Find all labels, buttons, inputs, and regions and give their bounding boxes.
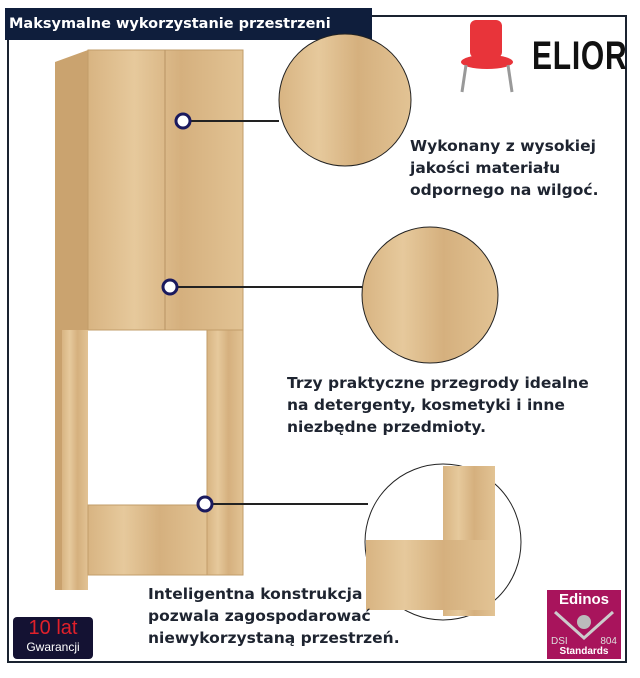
cabinet-image bbox=[55, 49, 244, 590]
warranty-badge: 10 lat Gwarancji bbox=[13, 617, 93, 659]
hotspot-dot bbox=[161, 278, 179, 296]
detail-circle-3 bbox=[364, 463, 522, 621]
feature-1-text: Wykonany z wysokiej jakości materiału od… bbox=[410, 137, 599, 199]
page-title: Maksymalne wykorzystanie przestrzeni bbox=[5, 8, 372, 40]
check-v-icon bbox=[553, 610, 615, 641]
detail-circle-2 bbox=[361, 226, 499, 364]
feature-3-text: Inteligentna konstrukcja pozwala zagospo… bbox=[148, 585, 400, 647]
feature-2-text: Trzy praktyczne przegrody idealne na det… bbox=[287, 374, 589, 436]
chair-logo-icon bbox=[460, 20, 514, 93]
hotspot-dot bbox=[196, 495, 214, 513]
hotspot-dot bbox=[174, 112, 192, 130]
detail-circle-1 bbox=[278, 33, 412, 167]
brand-logo: ELIOR bbox=[532, 34, 628, 78]
certificate-badge: Edinos DSI 804 Standards bbox=[547, 590, 621, 659]
